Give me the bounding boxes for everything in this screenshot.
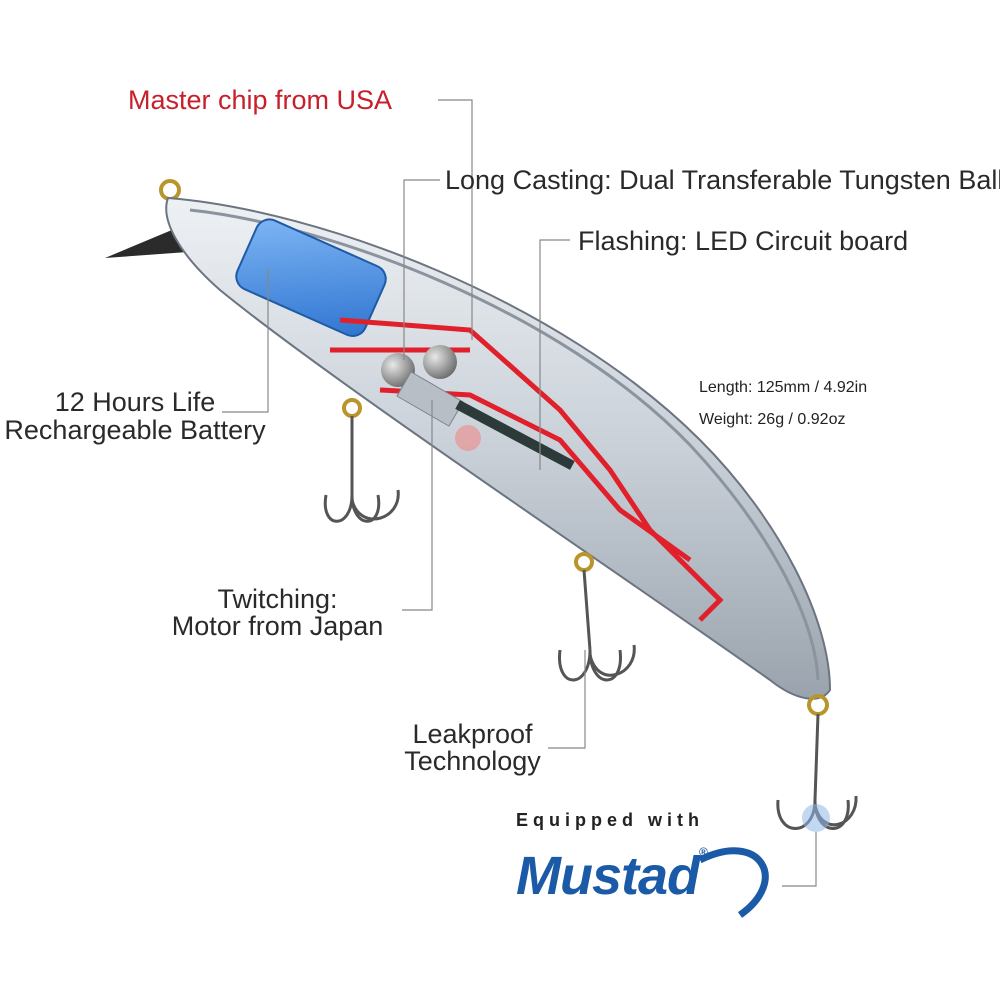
label-leakproof-line2: Technology xyxy=(404,746,541,776)
motor xyxy=(396,371,464,427)
label-long-casting: Long Casting: Dual Transferable Tungsten… xyxy=(445,165,1000,195)
battery-cell xyxy=(235,218,387,337)
spec-weight: Weight: 26g / 0.92oz xyxy=(699,411,846,428)
treble-hook-middle xyxy=(558,569,636,682)
label-battery-line1: 12 Hours Life xyxy=(54,387,216,417)
leader-lines xyxy=(222,99,817,887)
led-glow xyxy=(455,425,481,451)
tungsten-ball-2 xyxy=(423,345,457,379)
label-master-chip: Master chip from USA xyxy=(128,85,393,115)
label-twitching-line2: Motor from Japan xyxy=(171,611,384,641)
label-flashing: Flashing: LED Circuit board xyxy=(578,226,909,256)
led-circuit-board xyxy=(455,400,575,470)
nose-eye-ring xyxy=(159,179,181,201)
hook-highlight xyxy=(802,804,830,832)
treble-hook-front xyxy=(323,416,400,523)
belly-eye-1 xyxy=(342,398,362,418)
belly-eye-2 xyxy=(574,552,594,572)
equipped-with-text: Equipped with xyxy=(516,810,704,830)
label-leakproof-line1: Leakproof xyxy=(412,719,533,749)
brand-registered-mark: ® xyxy=(699,845,708,859)
spec-length: Length: 125mm / 4.92in xyxy=(699,379,868,396)
tungsten-ball-1 xyxy=(381,353,415,387)
label-battery-line2: Rechargeable Battery xyxy=(4,415,266,445)
label-twitching-line1: Twitching: xyxy=(217,584,338,614)
brand-name: Mustad xyxy=(516,846,700,906)
brand-logo: Mustad® xyxy=(516,845,708,907)
lure-back-ridge xyxy=(189,208,820,681)
brand-swoosh xyxy=(698,847,769,918)
